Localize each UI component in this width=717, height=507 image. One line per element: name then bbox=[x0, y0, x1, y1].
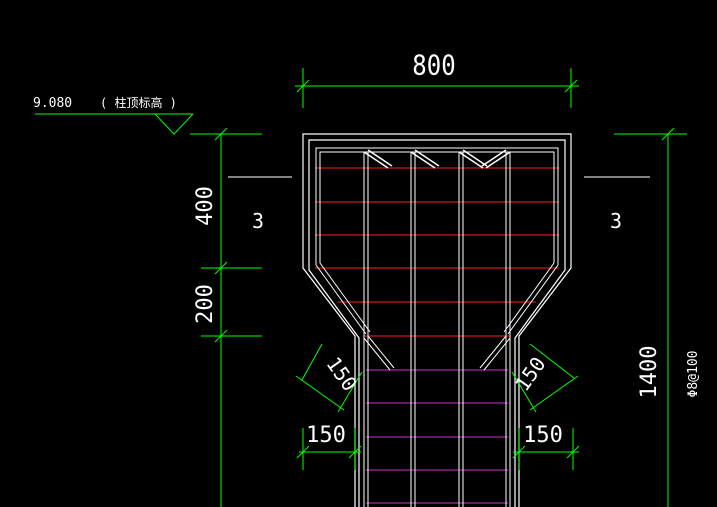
inner-outline bbox=[308, 139, 566, 507]
left-diag-ext bbox=[301, 343, 323, 381]
rebar-hook bbox=[481, 149, 507, 167]
lower-left-diagonal bbox=[363, 337, 391, 371]
top-width-label: 800 bbox=[412, 50, 455, 82]
rebar-hook bbox=[363, 151, 389, 169]
left-tick-mid bbox=[214, 261, 228, 275]
dim-tick-left bbox=[296, 79, 310, 93]
lower-right-diagonal bbox=[483, 337, 511, 371]
haunch-right-diag-label: 150 bbox=[510, 352, 550, 395]
haunch-right-horiz-label: 150 bbox=[523, 423, 563, 448]
lower-right-diagonal bbox=[479, 335, 507, 369]
haunch-diagonal-bars bbox=[363, 335, 511, 371]
rebar-hook bbox=[458, 151, 484, 169]
right-horiz-tick bbox=[512, 445, 526, 459]
section-mark-right: 3 bbox=[610, 209, 622, 233]
rebar-hooks bbox=[363, 149, 511, 169]
left-diag-ext bbox=[337, 371, 363, 413]
elevation-note: ( 柱顶标高 ) bbox=[100, 95, 177, 110]
right-tick-top bbox=[661, 127, 675, 141]
top-width-dimension bbox=[295, 68, 579, 108]
left-haunch-bar bbox=[319, 262, 371, 333]
lower-height-label: 200 bbox=[193, 284, 218, 324]
right-haunch-bar bbox=[503, 262, 555, 333]
left-diag-dim-line bbox=[295, 375, 345, 411]
left-tick-top bbox=[214, 127, 228, 141]
column-stirrups bbox=[366, 369, 508, 504]
rebar-hook bbox=[414, 149, 440, 167]
head-stirrups bbox=[315, 167, 559, 337]
perimeter-rebar bbox=[315, 147, 559, 335]
rebar-hook bbox=[367, 149, 393, 167]
right-diag-dim-line bbox=[529, 375, 579, 411]
right-diag-ext bbox=[511, 371, 537, 413]
haunch-left-diag-label: 150 bbox=[322, 352, 362, 395]
total-height-label: 1400 bbox=[637, 346, 662, 399]
rebar-note: Φ8@100 bbox=[686, 351, 701, 398]
rebar-hook bbox=[462, 149, 488, 167]
left-height-dimensions bbox=[190, 127, 262, 507]
rebar-hook bbox=[485, 151, 511, 169]
haunch-left-horiz-label: 150 bbox=[306, 423, 346, 448]
right-haunch-bar bbox=[507, 264, 559, 335]
haunch-dimensions bbox=[295, 343, 580, 470]
left-tick-bottom bbox=[214, 329, 228, 343]
right-diag-ext bbox=[529, 343, 575, 379]
outer-outline bbox=[302, 133, 572, 507]
perimeter-rebar-inner bbox=[319, 151, 555, 263]
column-head-outline bbox=[302, 133, 572, 507]
elevation-marker: 9.080 ( 柱顶标高 ) bbox=[33, 95, 194, 135]
elevation-value: 9.080 bbox=[33, 96, 72, 111]
lower-left-diagonal bbox=[367, 335, 395, 369]
dim-tick-right bbox=[564, 79, 578, 93]
section-mark-left: 3 bbox=[252, 209, 264, 233]
perimeter-rebar-outer bbox=[315, 147, 559, 265]
left-horiz-tick bbox=[348, 445, 362, 459]
left-haunch-bar bbox=[315, 264, 367, 335]
elevation-triangle-icon bbox=[154, 113, 194, 135]
section-cut-marks: 3 3 bbox=[228, 176, 650, 233]
left-horiz-tick bbox=[296, 445, 310, 459]
upper-height-label: 400 bbox=[193, 186, 218, 226]
right-horiz-tick bbox=[566, 445, 580, 459]
vertical-rebars bbox=[363, 152, 511, 507]
right-height-dimension bbox=[614, 127, 687, 507]
rebar-hook bbox=[410, 151, 436, 169]
